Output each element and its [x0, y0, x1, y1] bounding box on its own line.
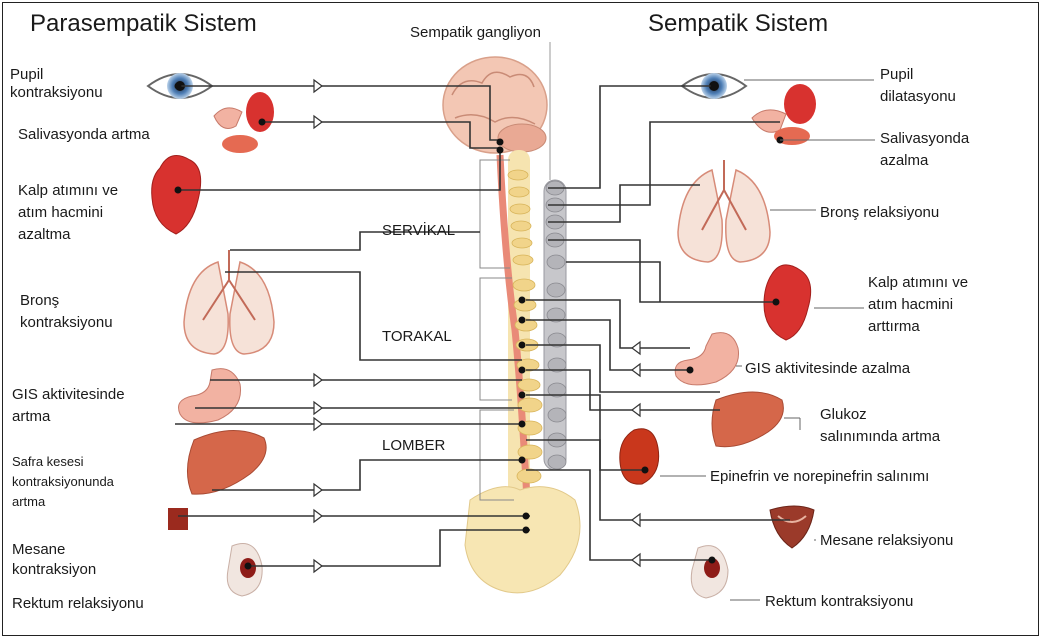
brain-icon: [443, 57, 547, 153]
symp-heart-label: Kalp atımını ve atım hacmini arttırma: [868, 272, 968, 338]
heart-icon: [152, 156, 201, 235]
kidney-adrenal-icon: [620, 429, 659, 484]
region-lumbar: LOMBER: [382, 437, 445, 454]
lungs-icon: [184, 250, 274, 354]
region-thoracic: TORAKAL: [382, 328, 452, 345]
symp-saliva-label: Salivasyonda azalma: [880, 128, 969, 172]
para-rectum-label: Rektum relaksiyonu: [12, 595, 144, 613]
lungs-icon: [678, 160, 770, 262]
para-saliva-label: Salivasyonda artma: [18, 126, 150, 144]
symp-adrenal-label: Epinefrin ve norepinefrin salınımı: [710, 468, 929, 486]
stomach-icon: [675, 333, 738, 385]
stomach-icon: [179, 369, 241, 423]
para-pupil-label: Pupil kontraksiyonu: [10, 66, 103, 102]
liver-icon: [187, 430, 266, 494]
symp-rectum-label: Rektum kontraksiyonu: [765, 593, 913, 611]
salivary-gland-icon: [752, 84, 816, 145]
ganglion-label: Sempatik gangliyon: [410, 24, 541, 42]
region-cervical: SERVİKAL: [382, 222, 455, 239]
ganglion-icon: [544, 180, 566, 470]
symp-bronchi-label: Bronş relaksiyonu: [820, 204, 939, 222]
para-heart-label: Kalp atımını ve atım hacmini azaltma: [18, 180, 118, 246]
liver-icon: [712, 392, 783, 447]
parasympathetic-title: Parasempatik Sistem: [30, 10, 257, 38]
para-gi-label: GIS aktivitesinde artma: [12, 384, 125, 428]
rectum-icon: [691, 546, 728, 598]
rectum-icon: [227, 544, 262, 597]
symp-pupil-label: Pupil dilatasyonu: [880, 64, 956, 108]
symp-bladder-label: Mesane relaksiyonu: [820, 532, 953, 550]
symp-glucose-label: Glukoz salınımında artma: [820, 404, 940, 448]
para-gallbladder-label: Safra kesesi kontraksiyonunda artma: [12, 452, 114, 512]
para-bladder-label: Mesane kontraksiyon: [12, 540, 96, 580]
para-bronchi-label: Bronş kontraksiyonu: [20, 290, 113, 334]
bladder-icon: [168, 508, 188, 530]
sympathetic-title: Sempatik Sistem: [648, 10, 828, 38]
symp-gi-label: GIS aktivitesinde azalma: [745, 360, 910, 378]
bladder-icon: [770, 506, 814, 548]
